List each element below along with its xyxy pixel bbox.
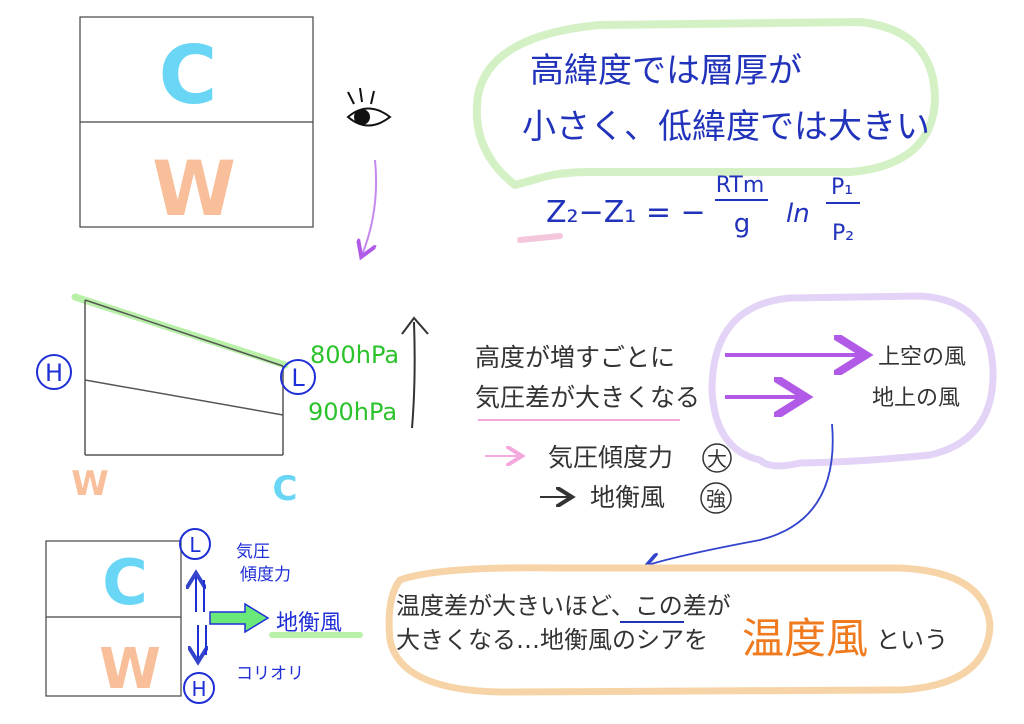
summary-suffix: という	[876, 626, 948, 654]
warm-side-label: W	[71, 464, 109, 504]
summary-line-1: 温度差が大きいほど、この差が	[396, 592, 731, 620]
altitude-up-arrow	[411, 321, 416, 429]
equation-denominator: g	[734, 209, 751, 239]
bottom-geostrophic-label: 地衡風	[276, 611, 342, 636]
bottom-low-label: L	[189, 533, 201, 557]
pressure-800-label: 800hPa	[310, 341, 399, 369]
bubble-line-2: 小さく、低緯度では大きい	[522, 107, 930, 147]
equation-lhs: Z₂−Z₁ = −	[546, 195, 706, 230]
geostrophic-arrow	[209, 602, 270, 634]
hypsometric-equation: Z₂−Z₁ = − RTm g ln P₁ P₂	[517, 173, 860, 246]
top-box-cold-label: C	[159, 29, 218, 122]
equation-p-numerator: P₁	[831, 175, 853, 200]
thermal-wind-bubble: 温度差が大きいほど、この差が 大きくなる…地衡風のシアを 温度風 という	[385, 564, 994, 696]
bottom-box: C W L H 気圧 傾度力 地衡風 コリオリ	[45, 528, 363, 704]
bottom-high-label: H	[191, 677, 206, 701]
explanation-line-1: 高度が増すごとに	[475, 343, 675, 372]
thermal-wind-term: 温度風	[742, 614, 868, 663]
geostrophic-text: 地衡風	[590, 483, 665, 512]
equation-ln: ln	[786, 199, 810, 229]
pgf-text: 気圧傾度力	[548, 443, 673, 472]
connector-arrow	[648, 423, 834, 565]
cold-side-label: C	[273, 469, 298, 509]
geostrophic-strong-circle: 強	[706, 487, 726, 511]
bottom-box-warm-label: W	[99, 637, 161, 702]
down-arrow	[362, 159, 378, 255]
layer-thickness-bubble: 高緯度では層厚が 小さく、低緯度では大きい	[472, 18, 939, 189]
pgf-large-circle: 大	[707, 447, 727, 471]
summary-line-2: 大きくなる…地衡風のシアを	[396, 626, 708, 654]
pressure-explanation: 高度が増すごとに 気圧差が大きくなる 上空の風 地上の風 気圧傾度力 大 地衡風…	[475, 292, 997, 565]
eye-icon	[346, 87, 392, 127]
equation-p-denominator: P₂	[832, 221, 854, 246]
bottom-box-cold-label: C	[102, 546, 148, 619]
pressure-900-label: 900hPa	[308, 398, 397, 426]
explanation-line-2: 気圧差が大きくなる	[475, 383, 700, 412]
coriolis-label: コリオリ	[236, 664, 304, 684]
top-box: C W	[79, 16, 314, 233]
equation-numerator: RTm	[716, 173, 765, 198]
high-pressure-label: H	[45, 359, 63, 387]
bubble-line-1: 高緯度では層厚が	[530, 51, 802, 91]
surface-wind-label: 地上の風	[872, 386, 960, 411]
bottom-pgf-line-1: 気圧	[236, 542, 270, 562]
pressure-diagram: H L 800hPa 900hPa W C	[36, 293, 429, 509]
low-pressure-label: L	[291, 364, 305, 392]
top-box-warm-label: W	[152, 144, 236, 233]
bottom-pgf-line-2: 傾度力	[240, 565, 291, 585]
upper-wind-label: 上空の風	[878, 345, 966, 370]
